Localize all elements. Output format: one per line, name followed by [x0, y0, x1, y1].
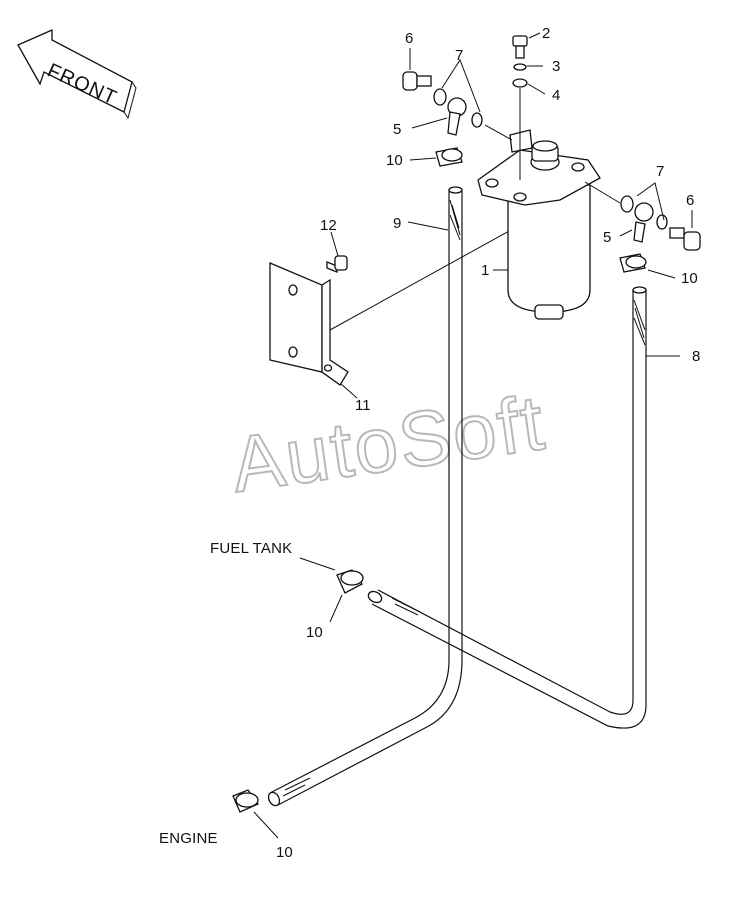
- callout-12: 12: [320, 217, 337, 234]
- upper-left-fitting: [402, 71, 513, 167]
- callout-4: 4: [552, 87, 560, 104]
- callout-6: 6: [686, 192, 694, 209]
- screw: [326, 255, 348, 273]
- clamp-engine: [232, 789, 259, 813]
- callout-6: 6: [405, 30, 413, 47]
- assembly-guide-line: [329, 224, 521, 331]
- callout-10: 10: [681, 270, 698, 287]
- clamp-fuel-tank: [336, 569, 364, 594]
- leader-lines: [253, 32, 693, 839]
- callout-10: 10: [386, 152, 403, 169]
- callout-3: 3: [552, 58, 560, 75]
- callout-11: 11: [355, 397, 371, 414]
- hose-fuel-tank: [367, 286, 647, 729]
- callout-5: 5: [393, 121, 401, 138]
- fuel-filter: [477, 129, 601, 320]
- callout-8: 8: [692, 348, 700, 365]
- caption-fuel-tank: FUEL TANK: [210, 540, 292, 557]
- washer-4: [512, 78, 528, 88]
- washer-3: [513, 63, 527, 71]
- callout-7: 7: [656, 163, 664, 180]
- caption-engine: ENGINE: [159, 830, 218, 847]
- bracket: [269, 262, 349, 386]
- callouts: 1 2 3 4 5 5 6 6 7 7 8 9 10 10 10 10 11 1…: [276, 25, 700, 861]
- callout-9: 9: [393, 215, 401, 232]
- callout-10: 10: [306, 624, 323, 641]
- callout-1: 1: [481, 262, 489, 279]
- callout-7: 7: [455, 47, 463, 64]
- watermark: AutoSoft: [226, 378, 550, 509]
- hose-engine: [267, 186, 463, 807]
- right-fitting: [584, 181, 701, 273]
- callout-10: 10: [276, 844, 293, 861]
- callout-2: 2: [542, 25, 550, 42]
- front-arrow: FRONT: [17, 29, 137, 120]
- callout-5: 5: [603, 229, 611, 246]
- bolt: [512, 35, 528, 59]
